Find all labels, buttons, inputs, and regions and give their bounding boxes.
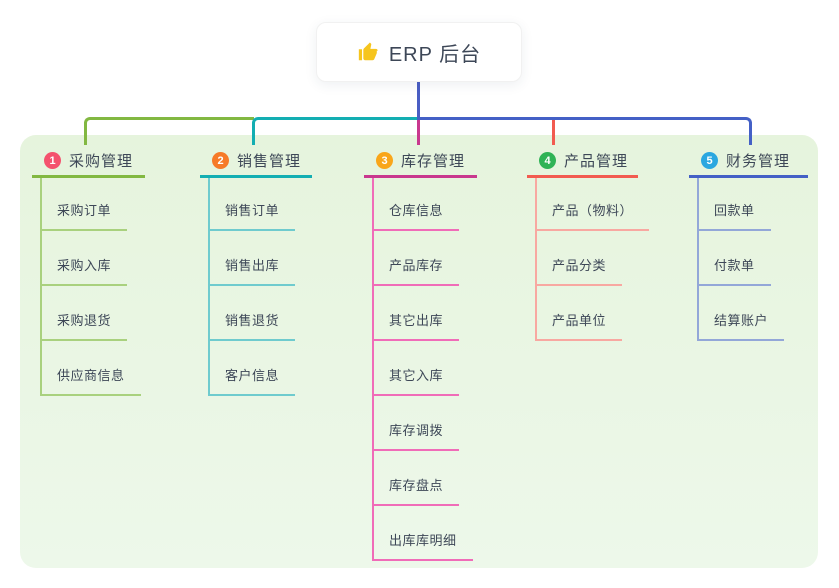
- child-node-3-5[interactable]: 库存调拨: [372, 421, 460, 451]
- branch-badge-5: 5: [701, 152, 718, 169]
- connector-branch-3-drop: [417, 120, 420, 145]
- branch-title-2[interactable]: 2 销售管理: [200, 146, 312, 178]
- branch-title-1[interactable]: 1 采购管理: [32, 146, 145, 178]
- branch-badge-1: 1: [44, 152, 61, 169]
- child-node-3-6[interactable]: 库存盘点: [372, 476, 460, 506]
- child-node-1-4[interactable]: 供应商信息: [40, 366, 141, 396]
- branch-badge-2: 2: [212, 152, 229, 169]
- connector-branch-4-drop: [552, 120, 555, 145]
- child-node-3-3[interactable]: 其它出库: [372, 311, 460, 341]
- child-node-3-7[interactable]: 出库库明细: [372, 531, 473, 561]
- child-node-4-1[interactable]: 产品（物料）: [535, 201, 650, 231]
- connector-branch-1-elbow: [84, 117, 254, 145]
- connector-branch-5-elbow: [417, 117, 752, 145]
- thumbs-up-icon: [357, 41, 379, 63]
- connector-root-stem: [417, 82, 420, 120]
- branch-badge-4: 4: [539, 152, 556, 169]
- connector-branch-2-elbow: [252, 117, 418, 145]
- child-node-1-3[interactable]: 采购退货: [40, 311, 128, 341]
- child-node-2-2[interactable]: 销售出库: [208, 256, 296, 286]
- branch-label: 采购管理: [69, 153, 134, 170]
- root-node[interactable]: ERP 后台: [316, 22, 522, 82]
- root-label: ERP 后台: [388, 43, 482, 66]
- child-node-2-1[interactable]: 销售订单: [208, 201, 296, 231]
- branch-title-3[interactable]: 3 库存管理: [364, 146, 477, 178]
- child-node-1-2[interactable]: 采购入库: [40, 256, 128, 286]
- connector-branch-5-childline: [697, 178, 699, 341]
- child-node-4-2[interactable]: 产品分类: [535, 256, 623, 286]
- child-node-4-3[interactable]: 产品单位: [535, 311, 623, 341]
- connector-branch-4-childline: [535, 178, 537, 341]
- branches-background-panel: [20, 135, 818, 568]
- child-node-5-2[interactable]: 付款单: [697, 256, 771, 286]
- connector-branch-1-childline: [40, 178, 42, 396]
- branch-badge-3: 3: [376, 152, 393, 169]
- child-node-2-3[interactable]: 销售退货: [208, 311, 296, 341]
- branch-title-4[interactable]: 4 产品管理: [527, 146, 638, 178]
- child-node-1-1[interactable]: 采购订单: [40, 201, 128, 231]
- branch-title-5[interactable]: 5 财务管理: [689, 146, 808, 178]
- child-node-3-4[interactable]: 其它入库: [372, 366, 460, 396]
- connector-branch-2-childline: [208, 178, 210, 396]
- child-node-5-1[interactable]: 回款单: [697, 201, 771, 231]
- branch-label: 库存管理: [401, 153, 466, 170]
- branch-label: 销售管理: [237, 153, 302, 170]
- connector-branch-3-childline: [372, 178, 374, 561]
- child-node-3-2[interactable]: 产品库存: [372, 256, 460, 286]
- child-node-3-1[interactable]: 仓库信息: [372, 201, 460, 231]
- child-node-5-3[interactable]: 结算账户: [697, 311, 785, 341]
- branch-label: 财务管理: [726, 153, 791, 170]
- child-node-2-4[interactable]: 客户信息: [208, 366, 296, 396]
- branch-label: 产品管理: [564, 153, 629, 170]
